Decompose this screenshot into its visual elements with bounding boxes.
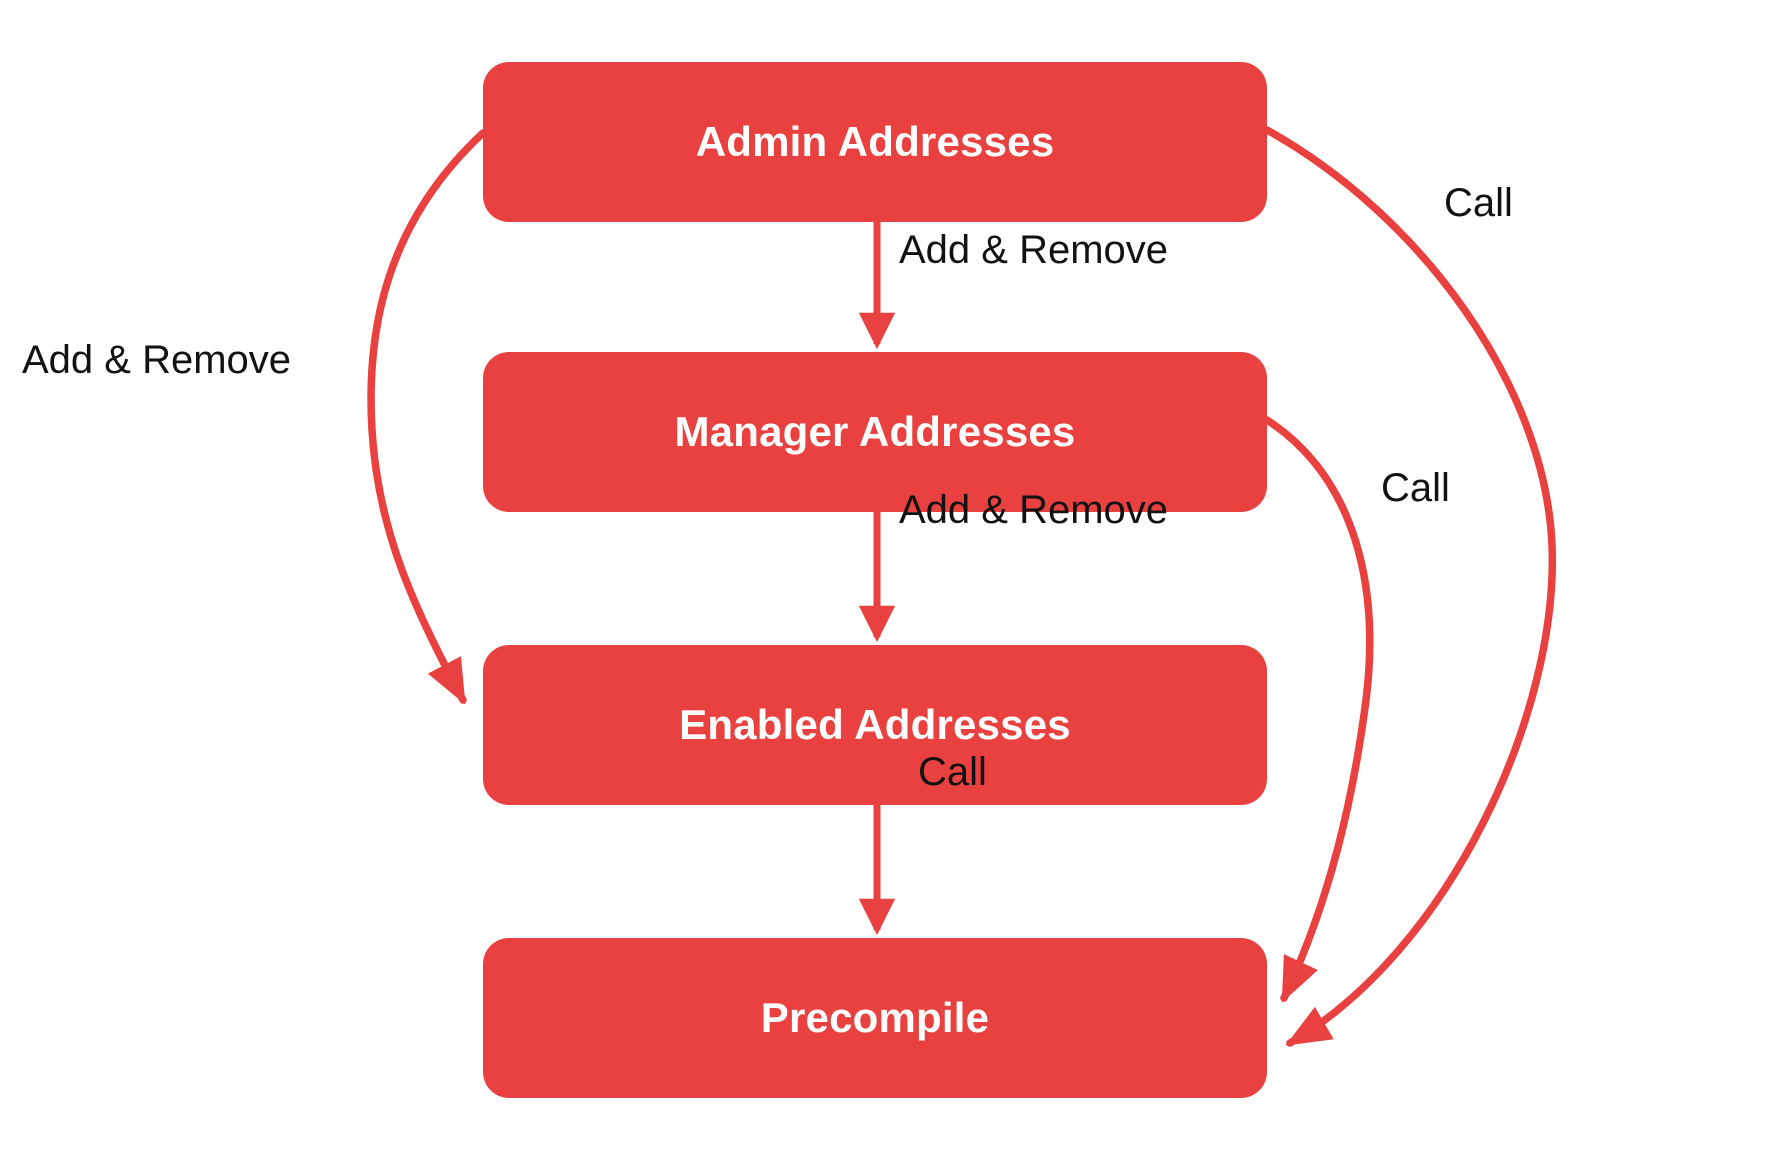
- node-enabled-addresses-label: Enabled Addresses: [679, 701, 1071, 748]
- node-admin-addresses-label: Admin Addresses: [695, 118, 1055, 165]
- node-manager-addresses[interactable]: Manager Addresses: [483, 352, 1267, 512]
- edge-manager-to-precompile: [1263, 416, 1374, 1003]
- edge-label-admin-to-manager: Add & Remove: [899, 228, 1169, 272]
- edge-admin-to-precompile: [1263, 126, 1557, 1047]
- node-manager-addresses-label: Manager Addresses: [674, 408, 1076, 455]
- edge-label-enabled-to-precompile: Call: [918, 750, 987, 794]
- edge-label-manager-to-enabled: Add & Remove: [899, 488, 1169, 532]
- node-precompile-label: Precompile: [760, 994, 990, 1041]
- node-precompile[interactable]: Precompile: [483, 938, 1267, 1098]
- edge-label-admin-to-enabled: Add & Remove: [22, 338, 292, 382]
- node-admin-addresses[interactable]: Admin Addresses: [483, 62, 1267, 222]
- node-enabled-addresses[interactable]: Enabled Addresses: [483, 645, 1267, 805]
- edge-admin-to-enabled: [367, 129, 487, 705]
- edge-label-manager-to-precompile: Call: [1381, 466, 1450, 510]
- edge-label-admin-to-precompile: Call: [1444, 181, 1513, 225]
